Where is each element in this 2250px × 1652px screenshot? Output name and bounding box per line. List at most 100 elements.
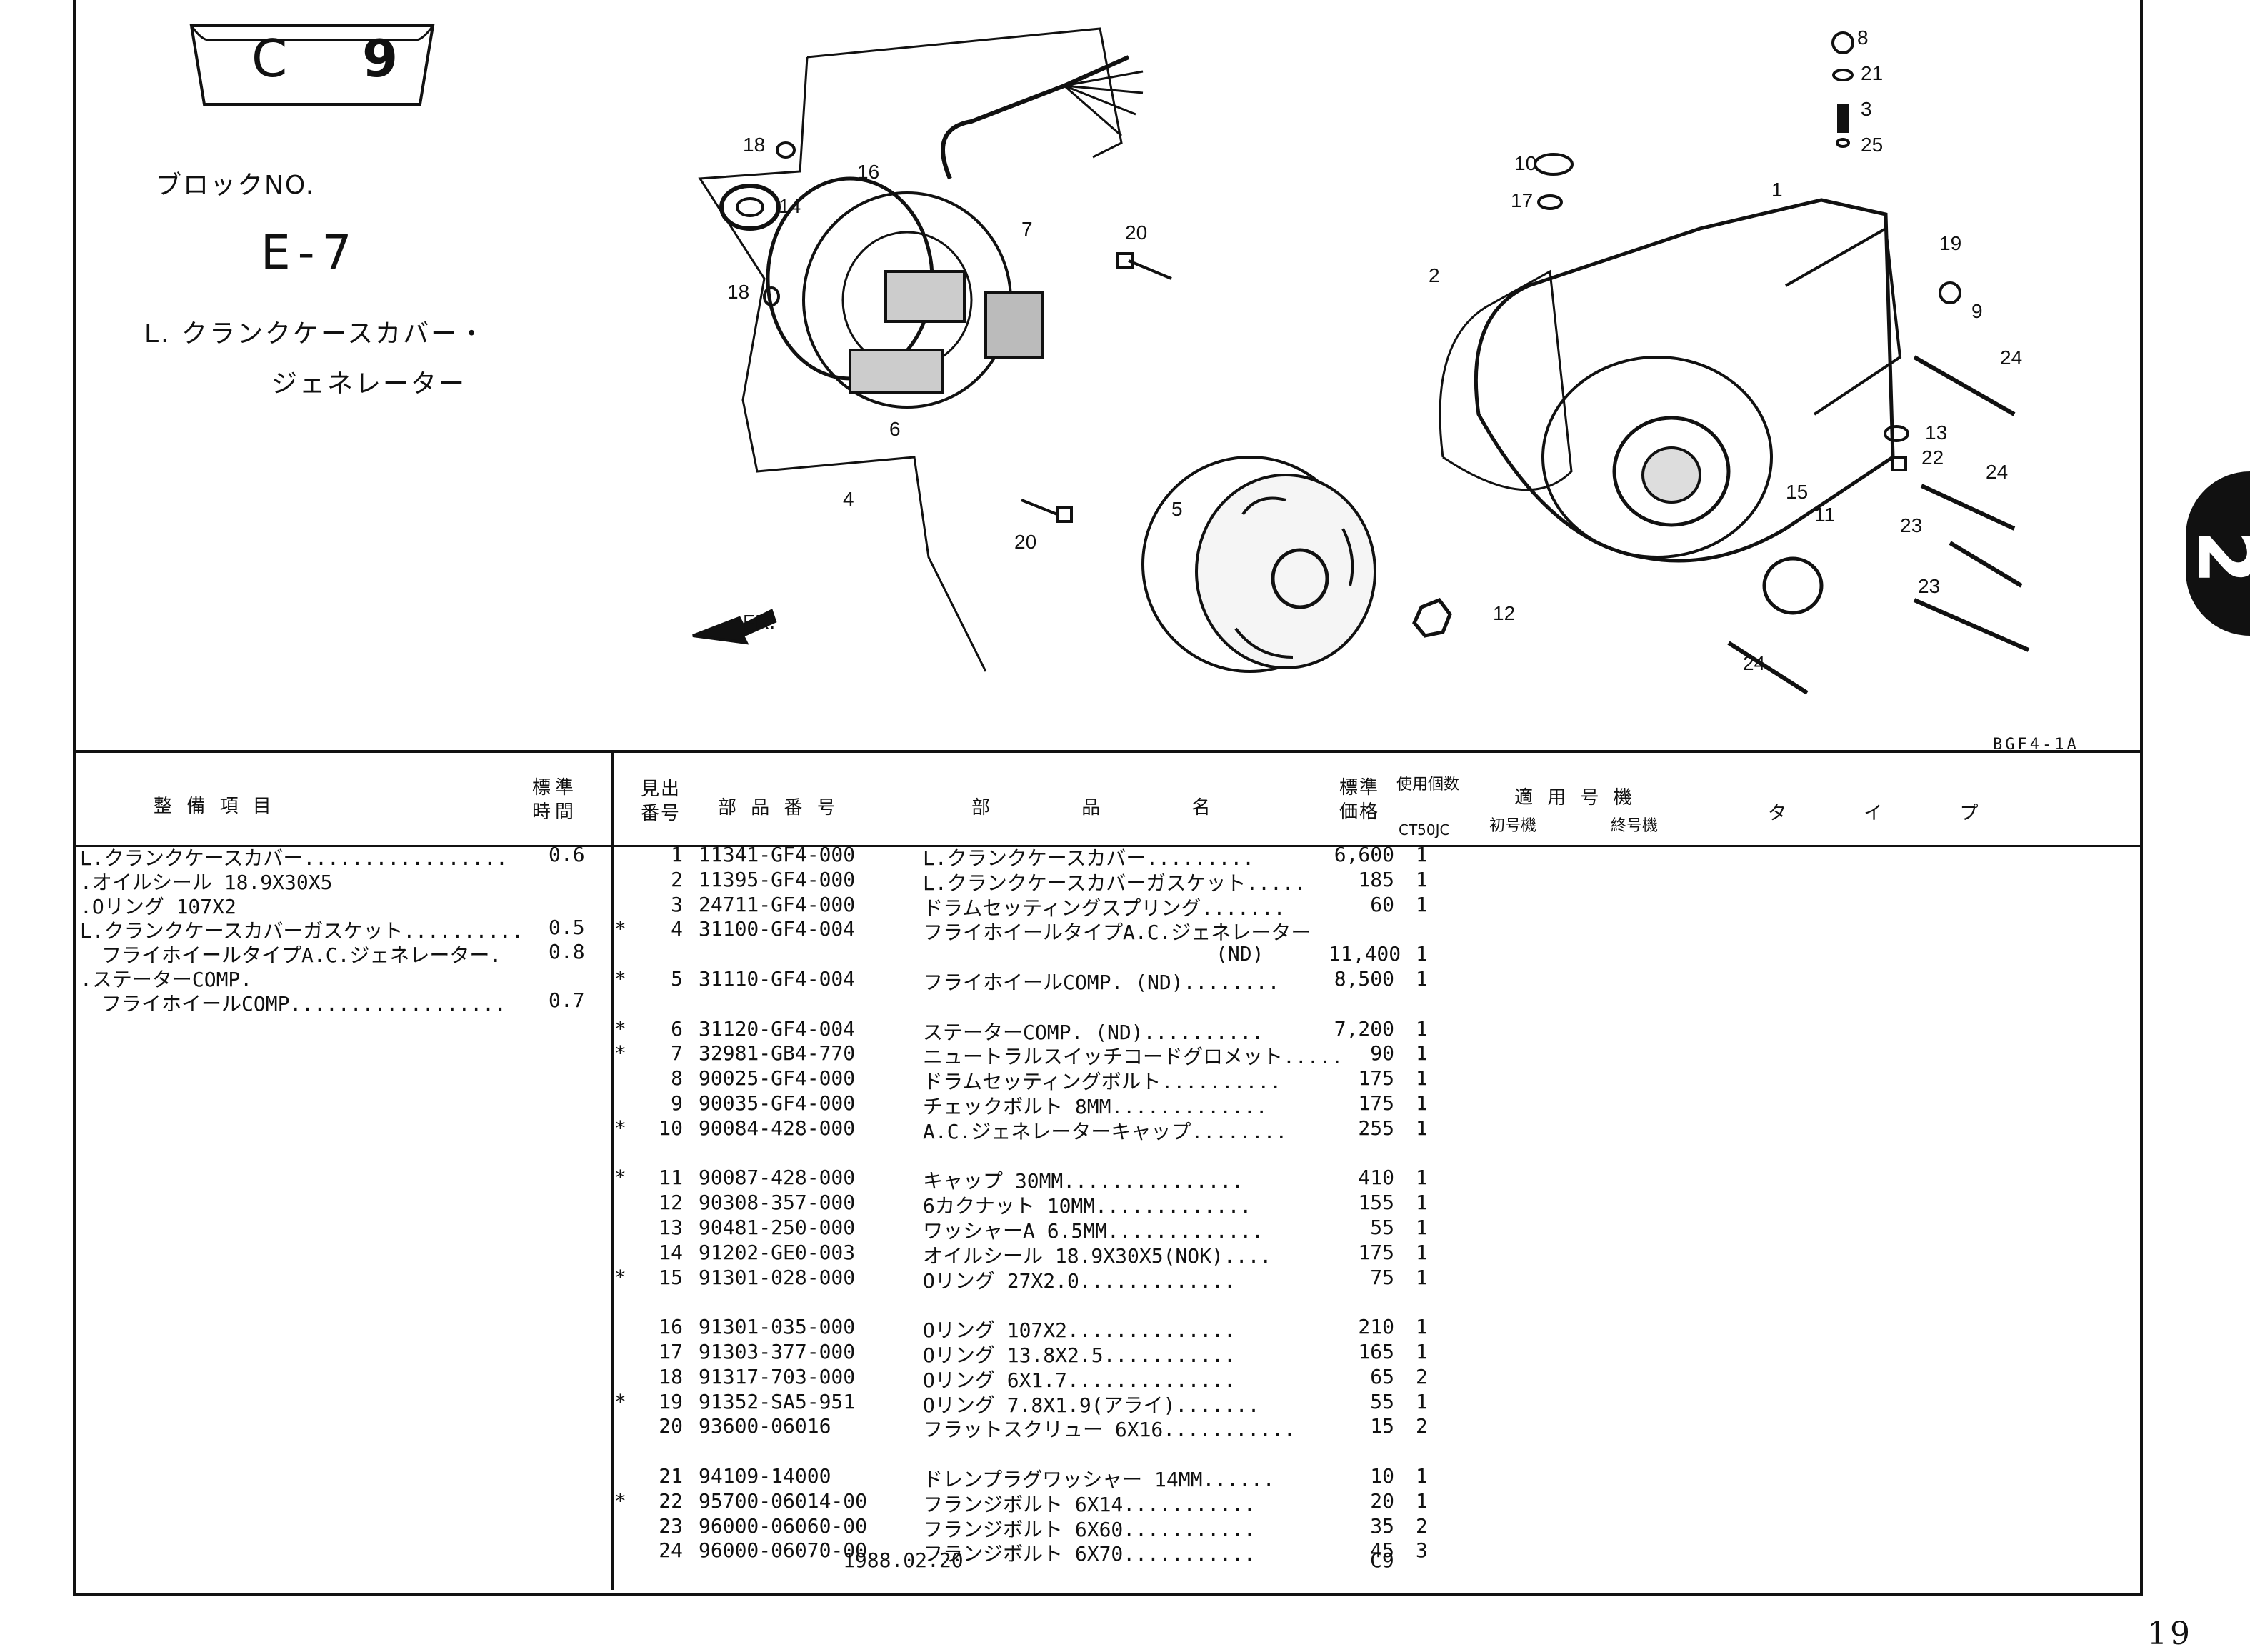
parts-row-qty: 1 [1416,1340,1428,1363]
table-header-divider [73,845,2140,847]
parts-row-qty: 2 [1416,1364,1428,1388]
section-title-line1: L. クランクケースカバー・ [144,319,487,349]
parts-row-name: ニュートラルスイッチコードグロメット..... [923,1045,1344,1069]
parts-row-ref: 9 [671,1091,683,1115]
parts-row-part-number: 31100-GF4-004 [699,917,856,941]
part-number-header: 部 品 番 号 [718,797,840,819]
parts-row-price: 255 [1358,1116,1394,1140]
parts-row-ref: 14 [659,1240,683,1264]
parts-row-mark: * [614,1116,626,1140]
parts-row-price: 7,200 [1334,1016,1394,1041]
parts-row-price: 65 [1370,1364,1394,1388]
callout-4: 4 [843,488,854,510]
parts-row-mark: * [614,1265,626,1289]
standard-time-header: 標準 時間 [532,777,579,823]
callout-3: 3 [1861,98,1872,120]
parts-row-mark: * [614,1016,626,1041]
parts-row: * 5 31110-GF4-004 フライホイールCOMP. (ND)........… [614,967,2114,994]
parts-row-mark: * [614,1166,626,1190]
parts-row-mark: * [614,1389,626,1413]
parts-row-price: 165 [1358,1340,1394,1363]
parts-row-qty: 1 [1416,1464,1428,1488]
parts-row-ref: 8 [671,1066,683,1091]
type-header: タ イ プ [1768,803,2014,824]
maintenance-row: フライホイールCOMP.................. 0.7 [101,988,585,1016]
parts-row-mark: * [614,967,626,991]
parts-row-qty: 1 [1416,1191,1428,1215]
parts-row-name: (ND) [1216,942,1264,966]
parts-row-qty: 1 [1416,1315,1428,1339]
parts-row-ref: 24 [659,1538,683,1563]
callout-25: 25 [1861,134,1883,156]
parts-row-qty: 1 [1416,1116,1428,1140]
callout-15: 15 [1786,481,1808,503]
ref-no-header: 見出 番号 [641,779,681,824]
parts-row-price: 410 [1358,1166,1394,1190]
callout-16: 16 [857,161,879,183]
parts-row-ref: 4 [671,917,683,941]
callout-14: 14 [779,195,801,217]
parts-row-part-number: 94109-14000 [699,1464,831,1488]
parts-row-ref: 5 [671,967,683,991]
parts-row-price: 155 [1358,1191,1394,1215]
parts-row-name: フランジボルト 6X70........... [923,1542,1256,1566]
parts-row-name: 6カクナット 10MM............. [923,1194,1252,1218]
parts-row-part-number: 31110-GF4-004 [699,967,856,991]
parts-row-part-number: 93600-06016 [699,1414,831,1438]
parts-row-name: ドレンプラグワッシャー 14MM...... [923,1468,1275,1491]
maintenance-item-header: 整 備 項 目 [154,796,276,817]
page-frame [73,0,2143,1596]
maintenance-row: .オイルシール 18.9X30X5 [80,871,333,894]
callout-11: 11 [1814,504,1835,526]
maintenance-row: .Oリング 107X2 [80,895,236,918]
parts-row-ref: 23 [659,1513,683,1538]
part-name-header: 部 品 名 [971,797,1254,819]
page-number: 19 [2147,1616,2193,1652]
parts-row-ref: 7 [671,1041,683,1066]
parts-row-price: 15 [1370,1414,1394,1438]
parts-row-ref: 22 [659,1488,683,1513]
parts-row-name: ステーターCOMP. (ND).......... [923,1020,1264,1044]
parts-row-price: 175 [1358,1091,1394,1115]
parts-row-part-number: 91317-703-000 [699,1364,856,1388]
maintenance-row: L.クランクケースカバー................. 0.6 [80,843,585,870]
section-tab-number: 2 [2180,530,2250,585]
parts-row-part-number: 96000-06060-00 [699,1513,868,1538]
maintenance-row: L.クランクケースカバーガスケット.......... 0.5 [80,916,585,943]
callout-21: 21 [1861,62,1883,84]
callout-1: 1 [1771,179,1783,201]
parts-row-name: ドラムセッティングスプリング....... [923,896,1286,920]
parts-row-ref: 1 [671,843,683,866]
parts-row-qty: 1 [1416,1016,1428,1041]
parts-row-qty: 1 [1416,967,1428,991]
callout-6: 6 [889,418,901,440]
price-header: 標準 価格 [1339,777,1380,823]
parts-row-mark: * [614,917,626,941]
parts-row-name: フランジボルト 6X60........... [923,1517,1256,1541]
footer-date: 1988.02.20 [843,1548,964,1572]
parts-row-part-number: 90035-GF4-000 [699,1091,856,1115]
parts-row-part-number: 11395-GF4-000 [699,867,856,891]
callout-24c: 24 [1743,652,1765,674]
parts-row-name: L.クランクケースカバーガスケット..... [923,871,1306,895]
block-number: E-7 [261,225,359,280]
block-label: ブロックNO. [156,171,316,200]
parts-row-part-number: 91202-GE0-003 [699,1240,856,1264]
maintenance-row: フライホイールタイプA.C.ジェネレーター. 0.8 [101,940,585,967]
parts-row-price: 55 [1370,1389,1394,1413]
parts-row-name: フライホイールCOMP. (ND)........ [923,971,1280,994]
parts-row-price: 6,600 [1334,843,1394,866]
parts-row-qty: 1 [1416,942,1428,966]
parts-row-price: 10 [1370,1464,1394,1488]
parts-row-qty: 1 [1416,1389,1428,1413]
callout-20a: 20 [1125,221,1147,244]
parts-row-name: フライホイールタイプA.C.ジェネレーター [923,921,1311,945]
